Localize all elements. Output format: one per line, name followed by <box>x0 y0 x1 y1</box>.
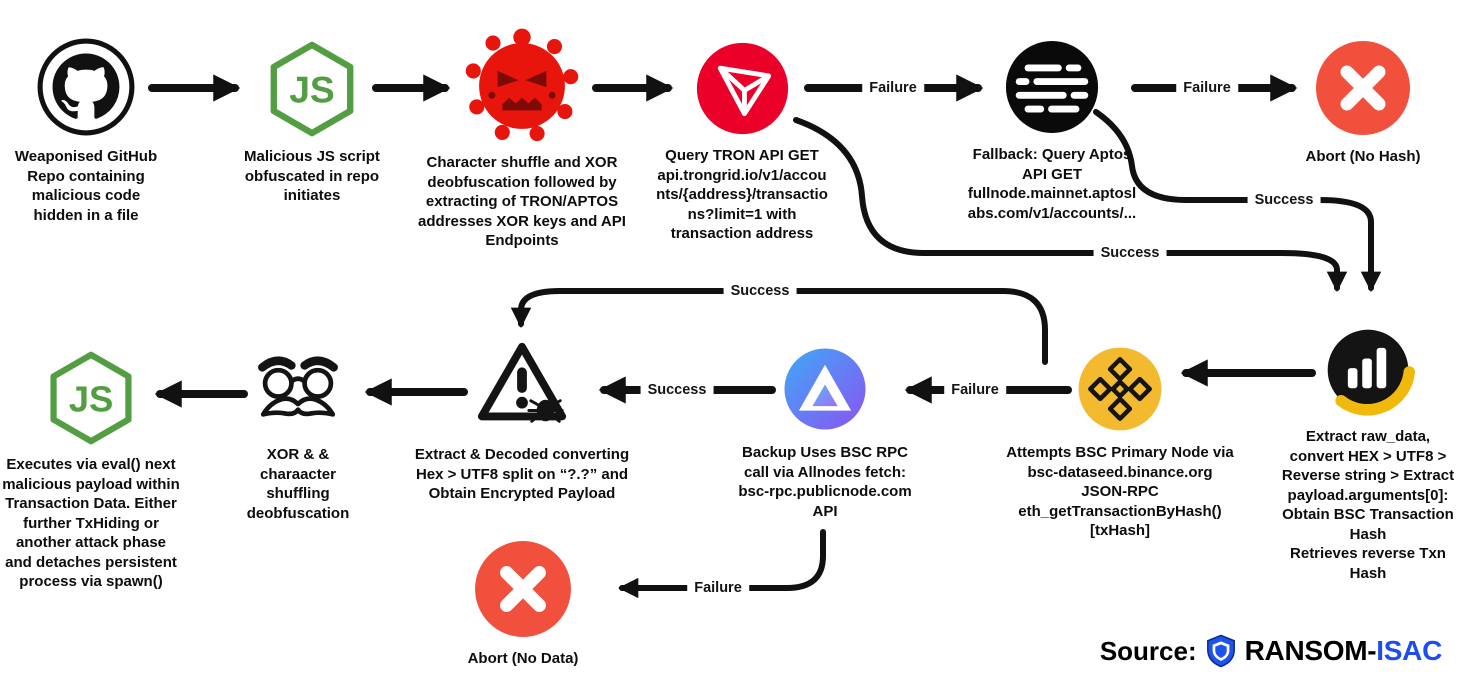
node-xor-shuffle-deobfuscation: XOR & & charaacter shuffling deobfuscati… <box>218 342 378 523</box>
ransom-isac-shield-icon <box>1206 634 1236 668</box>
brand-ransom: RANSOM- <box>1244 635 1377 666</box>
arrow-binance-success-to-warning <box>510 288 1048 365</box>
github-label: Weaponised GitHub Repo containing malici… <box>14 148 158 224</box>
node-eval-payload: JS Executes via eval() next malicious pa… <box>0 350 182 592</box>
svg-text:JS: JS <box>69 378 114 419</box>
node-aptos-api: Fallback: Query Aptos API GET fullnode.m… <box>947 38 1157 223</box>
disguise-mask-icon <box>251 342 345 436</box>
aptos-fallback-label: Fallback: Query Aptos API GET fullnode.m… <box>967 146 1137 222</box>
binance-icon <box>1075 344 1165 434</box>
tron-query-label: Query TRON API GET api.trongrid.io/v1/ac… <box>656 147 828 242</box>
edge-label-failure: Failure <box>944 382 1006 398</box>
arrow-aptos-success-to-extract <box>1093 109 1382 293</box>
edge-label-failure: Failure <box>1176 80 1238 96</box>
extract-raw-data-label: Extract raw_data, convert HEX > UTF8 > R… <box>1281 428 1455 582</box>
binance-node-label: Attempts BSC Primary Node via bsc-datase… <box>1006 444 1234 539</box>
nodejs-icon: JS <box>43 350 139 446</box>
edge-label-success: Success <box>1093 245 1167 261</box>
warning-bug-icon <box>473 338 571 436</box>
node-allnodes-backup: Backup Uses BSC RPC call via Allnodes fe… <box>730 344 920 521</box>
svg-text:JS: JS <box>289 69 335 111</box>
source-attribution: Source: RANSOM-ISAC <box>1100 634 1442 668</box>
allnodes-icon <box>780 344 870 434</box>
node-tron-api: Query TRON API GET api.trongrid.io/v1/ac… <box>647 40 837 244</box>
edge-label-failure: Failure <box>687 580 749 596</box>
brand-isac: ISAC <box>1376 635 1442 666</box>
node-binance-bsc: Attempts BSC Primary Node via bsc-datase… <box>1005 344 1235 541</box>
edge-label-success: Success <box>1247 192 1321 208</box>
node-extract-raw-data: Extract raw_data, convert HEX > UTF8 > R… <box>1272 322 1464 583</box>
arrow-allnodes-failure-to-abort <box>617 529 826 599</box>
extract-decode-label: Extract & Decoded converting Hex > UTF8 … <box>414 446 630 502</box>
node-malicious-js: JS Malicious JS script obfuscated in rep… <box>227 40 397 206</box>
deobfuscation-label: Character shuffle and XOR deobfuscation … <box>418 154 626 249</box>
edge-label-success: Success <box>640 382 714 398</box>
virus-icon <box>464 28 580 144</box>
arrow-tron-success-to-extract <box>793 117 1348 293</box>
abort-no-hash-label: Abort (No Hash) <box>1305 148 1421 165</box>
abort-no-data-label: Abort (No Data) <box>467 650 579 667</box>
allnodes-backup-label: Backup Uses BSC RPC call via Allnodes fe… <box>738 444 912 520</box>
tron-icon <box>694 40 791 137</box>
malicious-js-label: Malicious JS script obfuscated in repo i… <box>244 148 380 204</box>
nodejs-icon: JS <box>263 40 361 138</box>
xor-shuffle-label: XOR & & charaacter shuffling deobfuscati… <box>246 446 350 522</box>
node-extract-decode-payload: Extract & Decoded converting Hex > UTF8 … <box>407 338 637 504</box>
source-label: Source: <box>1099 635 1197 666</box>
market-chart-icon <box>1320 322 1416 418</box>
node-abort-no-hash: Abort (No Hash) <box>1278 38 1448 167</box>
abort-x-icon <box>472 538 574 640</box>
node-deobfuscation-malware: Character shuffle and XOR deobfuscation … <box>407 28 637 251</box>
brand-wordmark: RANSOM-ISAC <box>1244 635 1443 667</box>
node-abort-no-data: Abort (No Data) <box>438 538 608 669</box>
node-github-repo: Weaponised GitHub Repo containing malici… <box>0 36 172 225</box>
abort-x-icon <box>1313 38 1413 138</box>
github-icon <box>35 36 137 138</box>
edge-label-failure: Failure <box>862 80 924 96</box>
edge-label-success: Success <box>723 283 797 299</box>
aptos-icon <box>1003 38 1101 136</box>
eval-payload-label: Executes via eval() next malicious paylo… <box>2 456 180 590</box>
